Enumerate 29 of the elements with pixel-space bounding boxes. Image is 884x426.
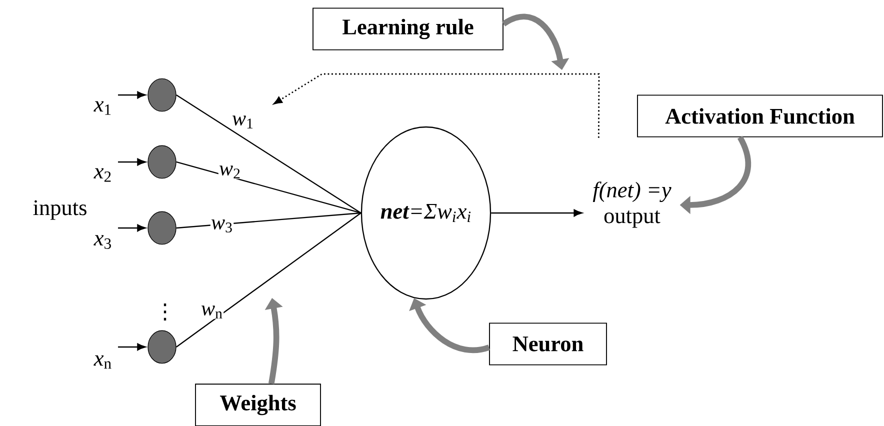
connection-line <box>176 161 362 214</box>
weight-label: w$_{2}$ <box>219 166 240 178</box>
connection-line <box>176 212 362 348</box>
input-label: x$_{2}$ <box>94 168 111 182</box>
input-label: x$_{3}$ <box>94 235 111 249</box>
arrow <box>118 343 146 351</box>
connection-line <box>176 212 361 229</box>
input-label: x$_{1}$ <box>94 101 111 115</box>
arrow <box>118 158 146 166</box>
input-circle <box>148 330 176 364</box>
weight-label: w$_{3}$ <box>211 220 232 232</box>
side-label: inputs <box>33 200 86 220</box>
weight-label: w$_{n}$ <box>201 306 222 318</box>
label-box: Weights <box>195 384 321 426</box>
label-box: Neuron <box>489 322 607 366</box>
arrow <box>491 209 582 217</box>
input-circle <box>148 145 176 179</box>
arrow <box>118 224 146 232</box>
ellipsis-dots: ⋮ <box>164 303 166 321</box>
input-circle <box>148 78 176 112</box>
input-circle <box>148 211 176 245</box>
label-box: Learning rule <box>312 8 504 50</box>
output-text: f(net) =y output <box>592 182 672 228</box>
feedback-arrow <box>274 73 600 138</box>
arrow <box>118 91 146 99</box>
connection-line <box>176 94 362 214</box>
weight-label: w$_{1}$ <box>232 116 253 128</box>
input-label: x$_{n}$ <box>94 355 112 369</box>
label-box: Activation Function <box>637 94 883 138</box>
